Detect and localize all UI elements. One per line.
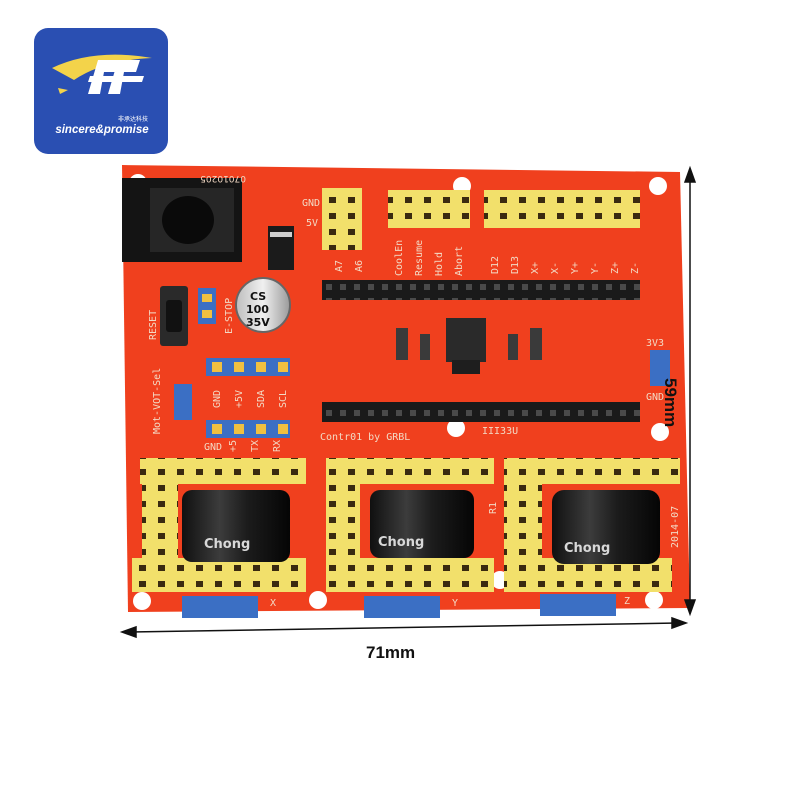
label-z-minus: Z- [630,262,641,274]
top-black-socket [322,280,640,300]
label-coolen: CoolEn [394,240,405,276]
label-reset: RESET [148,310,159,340]
label-3v3: 3V3 [646,338,664,349]
label-mot-sel: Mot-VOT-Sel [152,368,163,434]
label-gnd-3v3: GND [646,392,664,403]
label-tx: TX [250,440,261,452]
driver-socket-x: Chong [132,458,306,618]
logo-brand-text: sincere&promise [55,124,149,136]
label-y-plus: Y+ [570,262,581,274]
diode [268,226,294,270]
endstop-pin-header [484,190,640,228]
brand-logo: 非承达科技 sincere&promise [34,28,168,154]
label-i2c-5v: +5V [234,390,245,408]
label-x-plus: X+ [530,262,541,274]
label-y-axis: Y [452,598,458,609]
label-scl: SCL [278,390,289,408]
reset-button [160,286,188,346]
label-z-plus: Z+ [610,262,621,274]
label-x-axis: X [270,598,276,609]
logo-mark-icon [52,54,152,94]
gnd-5v-header [322,188,362,250]
label-firmware: Contr01 by GRBL [320,432,410,443]
label-d13: D13 [510,256,521,274]
cap-line-2: 100 [246,303,269,316]
small-capacitor: CS 100 35V [235,277,291,333]
label-d12: D12 [490,256,501,274]
label-z-axis: Z [624,596,630,607]
voltage-regulator [396,318,542,374]
height-dimension-line [683,165,697,617]
cap-line-1: CS [250,290,266,303]
serial-header [206,420,290,438]
label-resume: Resume [414,240,425,276]
label-r1: R1 [488,502,499,514]
label-part-code: III33U [482,426,518,437]
i2c-header [206,358,290,376]
label-hold: Hold [434,252,445,276]
label-5v: 5V [306,218,318,229]
cap-brand-y: Chong [378,535,424,550]
date-code: 07010205 [200,173,246,183]
width-label: 71mm [366,643,416,662]
control-pin-header [388,190,470,228]
dc-power-jack [122,178,242,262]
v33-jumper [650,350,670,386]
width-dimension-line [119,616,689,639]
cap-line-3: 35V [246,316,270,329]
driver-socket-y: Chong [326,458,494,618]
mot-volt-jumper [174,384,192,420]
driver-socket-z: Chong [504,458,680,616]
label-a6: A6 [354,260,365,272]
label-rx: RX [272,440,283,452]
label-ser-5v: +5 [228,440,239,452]
label-year: 2014-07 [670,506,681,548]
label-estop: E-STOP [224,298,235,334]
label-abort: Abort [454,246,465,276]
height-label: 59mm [661,378,680,428]
label-x-minus: X- [550,262,561,274]
label-ser-gnd: GND [204,442,222,453]
logo-chinese-text: 非承达科技 [118,116,149,123]
label-y-minus: Y- [590,262,601,274]
cap-brand-x: Chong [204,537,250,552]
estop-jumper [198,288,216,324]
cap-brand-z: Chong [564,541,610,556]
label-a7: A7 [334,260,345,272]
bottom-black-socket [322,402,640,422]
label-gnd: GND [302,198,320,209]
label-i2c-gnd: GND [212,390,223,408]
label-sda: SDA [256,390,267,408]
